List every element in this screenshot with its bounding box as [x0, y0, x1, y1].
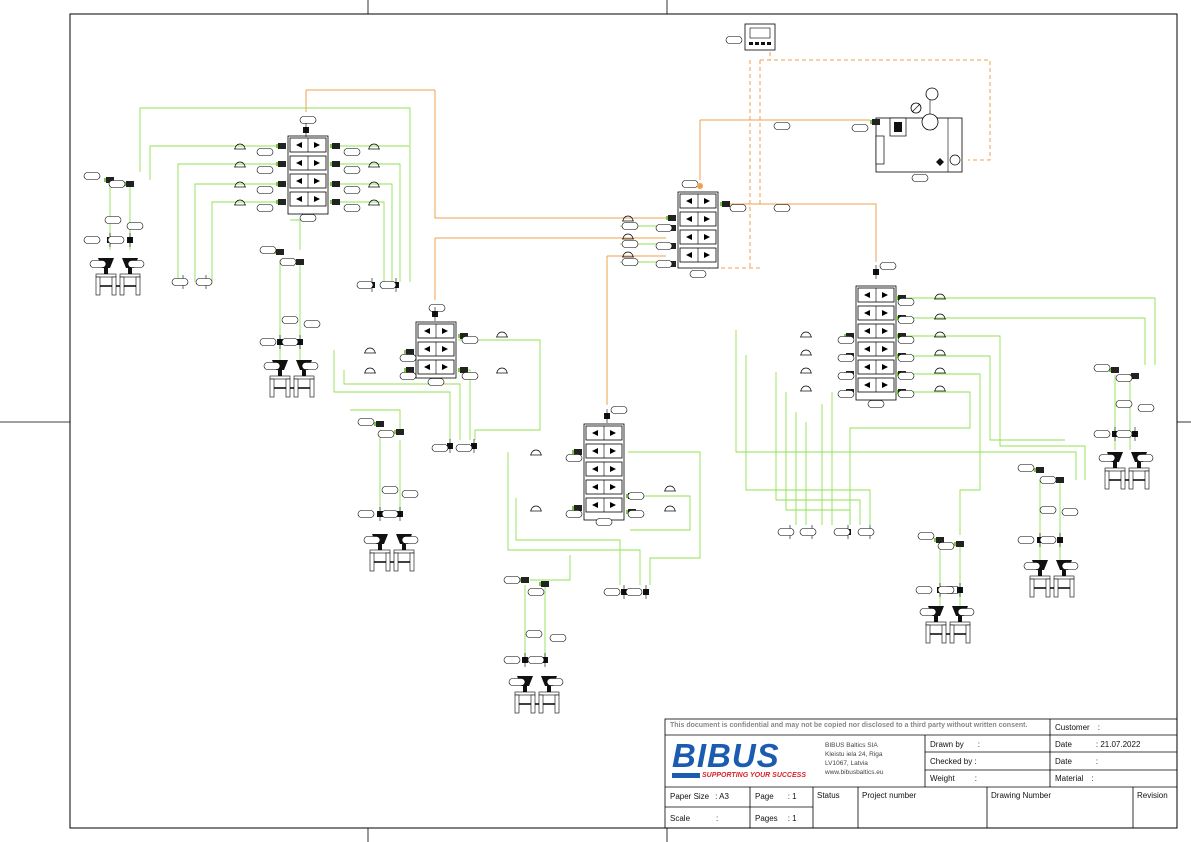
manifold-bottom-center: [529, 406, 677, 526]
controller-unit: [725, 23, 776, 51]
manifold-mid-left: [363, 304, 509, 386]
material-label: Material:: [1055, 774, 1094, 783]
project-number-label: Project number: [862, 791, 917, 800]
scale-label: Scale:: [670, 814, 719, 823]
title-block-grid: [664, 718, 1178, 829]
drawn-by-label: Drawn by:: [930, 740, 981, 749]
cylinder-group-mid-left: [357, 418, 478, 572]
weight-label: Weight:: [930, 774, 977, 783]
cylinder-group-right-top: [1093, 364, 1155, 490]
drawing-number-label: Drawing Number: [991, 791, 1052, 800]
page-label: Page: 1: [755, 792, 797, 801]
logo-wordmark: BIBUS: [672, 737, 780, 774]
cylinder-group-bottom-center: [503, 576, 650, 714]
date2-label: Date:: [1055, 757, 1099, 766]
cylinder-group-right-bottom: [777, 524, 974, 643]
status-label: Status: [817, 791, 840, 800]
revision-label: Revision: [1137, 791, 1168, 800]
manifold-right: [799, 262, 947, 408]
work-lines: [109, 107, 1156, 660]
checked-by-label: Checked by :: [930, 757, 977, 766]
frl-unit: [773, 87, 963, 212]
customer-label: Customer:: [1055, 723, 1100, 732]
manifold-top-left: [233, 116, 381, 222]
logo-slogan: SUPPORTING YOUR SUCCESS: [702, 772, 806, 779]
paper-size-label: Paper Size: A3: [670, 792, 729, 801]
manifold-center: [621, 180, 747, 278]
company-address: BIBUS Baltics SIA Kleistu iela 24, Riga …: [825, 742, 884, 776]
pages-label: Pages: 1: [755, 814, 797, 823]
confidential-note: This document is confidential and may no…: [670, 722, 1028, 729]
cylinder-group-right-mid: [1017, 464, 1078, 598]
air-supply-lines: [305, 52, 991, 405]
bibus-logo: BIBUS SUPPORTING YOUR SUCCESS: [672, 737, 812, 784]
date-label: Date: 21.07.2022: [1055, 740, 1141, 749]
cylinder-group-top-left: [83, 172, 144, 296]
cylinder-group-top-left-2: [171, 246, 400, 398]
